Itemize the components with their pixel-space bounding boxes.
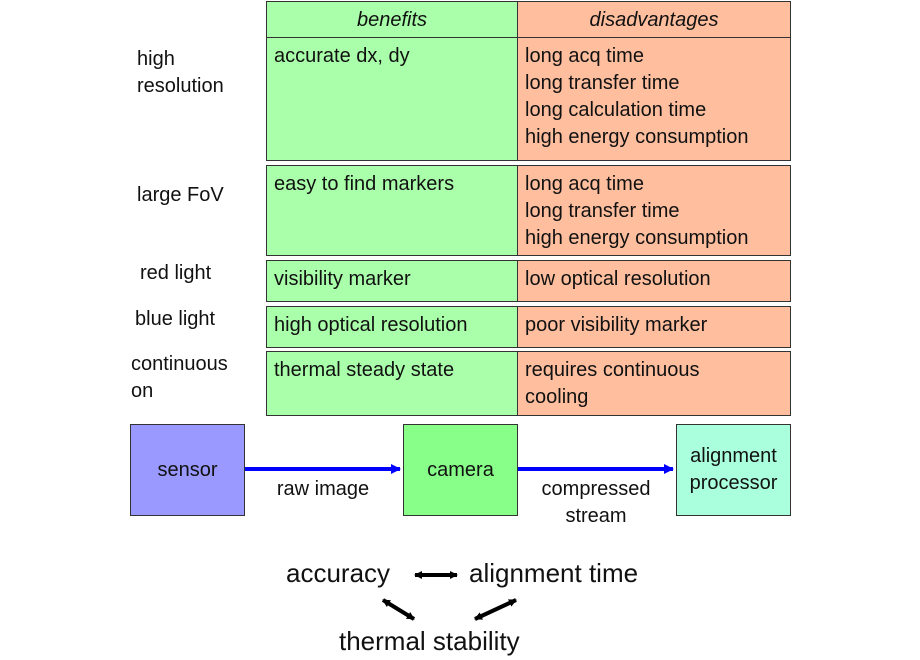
row-high-resolution-disadvantages: long acq time long transfer time long ca… xyxy=(517,37,791,161)
row-blue-light-benefits: high optical resolution xyxy=(266,306,518,348)
row-blue-light-disadvantages: poor visibility marker xyxy=(517,306,791,348)
row-continuous-on-disadvantages: requires continuous cooling xyxy=(517,351,791,416)
edge-label-raw-image: raw image xyxy=(276,478,370,500)
double-arrow-accuracy-thermal-stability xyxy=(381,598,416,621)
tradeoff-thermal-stability: thermal stability xyxy=(339,626,520,656)
camera-box: camera xyxy=(403,424,518,516)
tradeoff-accuracy: accuracy xyxy=(286,558,391,588)
tradeoff-alignment-time: alignment time xyxy=(469,558,639,588)
sensor-box: sensor xyxy=(130,424,245,516)
row-large-fov-benefits: easy to find markers xyxy=(266,165,518,256)
camera-label: camera xyxy=(427,458,494,481)
row-label-blue-light: blue light xyxy=(135,308,216,330)
row-high-resolution-benefits: accurate dx, dy xyxy=(266,37,518,161)
row-label-large-fov: large FoV xyxy=(137,184,224,206)
row-red-light-disadvantages: low optical resolution xyxy=(517,260,791,302)
header-benefits: benefits xyxy=(266,1,518,38)
sensor-label: sensor xyxy=(157,458,218,481)
row-red-light-benefits: visibility marker xyxy=(266,260,518,302)
double-arrow-alignment-time-thermal-stability xyxy=(474,598,517,621)
row-large-fov-disadvantages: long acq time long transfer time high en… xyxy=(517,165,791,256)
row-label-red-light: red light xyxy=(140,262,212,284)
